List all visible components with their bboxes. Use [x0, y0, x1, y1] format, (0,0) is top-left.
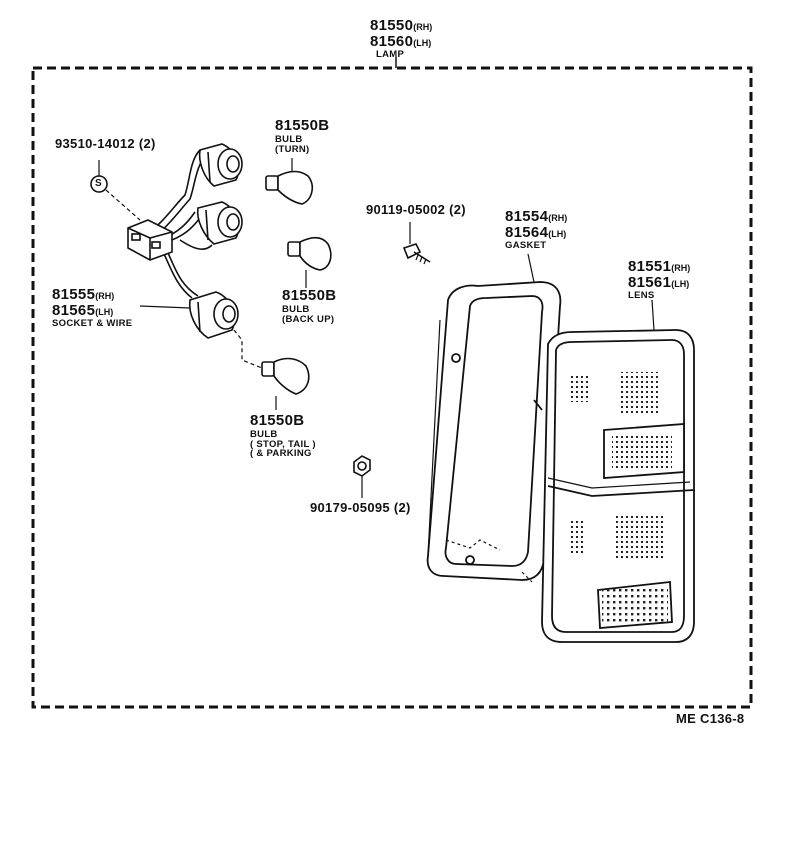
bulb-turn-line2: (TURN): [275, 143, 310, 155]
bulb-stop-line1: BULB: [250, 429, 278, 440]
assembly-name: LAMP: [376, 49, 405, 60]
bulb-backup-line2: (BACK UP): [282, 313, 335, 325]
screw-s-symbol: [90, 160, 141, 221]
nut-part: 90179-05095: [310, 500, 390, 515]
lens-suffix-lh: (LH): [671, 279, 690, 289]
assembly-suffix-lh: (LH): [413, 38, 432, 48]
screw-s-label: 93510-14012 (2): [55, 137, 156, 150]
gasket-part-lh: 81564: [505, 224, 549, 241]
screw-top-part: 90119-05002: [366, 202, 446, 217]
lens-label: 81551(RH) 81561(LH) LENS: [628, 259, 690, 301]
bulb-backup-part: 81550B: [282, 287, 337, 304]
assembly-part-rh: 81550: [370, 17, 414, 34]
lens-drawing: [541, 299, 695, 643]
bulb-stop-drawing: [233, 329, 310, 410]
catalog-code: ME C136-8: [676, 711, 745, 726]
bulb-backup-drawing: [287, 236, 332, 288]
screw-top-qty: (2): [449, 202, 466, 217]
socket-wire-label: 81555(RH) 81565(LH) SOCKET & WIRE: [52, 287, 132, 329]
screw-top-drawing: [402, 222, 431, 265]
nut-qty: (2): [393, 500, 411, 515]
socket-part-lh: 81565: [52, 302, 96, 319]
bulb-turn-drawing: [265, 158, 314, 205]
gasket-part-rh: 81554: [505, 208, 549, 225]
gasket-name: GASKET: [505, 240, 547, 251]
bulb-turn-line1: BULB: [275, 134, 303, 145]
bulb-stop-part: 81550B: [250, 412, 305, 429]
bulb-turn-part: 81550B: [275, 117, 330, 134]
bulb-turn-label: 81550B BULB (TURN): [275, 118, 329, 154]
socket-wire-assembly: [127, 143, 243, 339]
socket-suffix-lh: (LH): [95, 307, 114, 317]
socket-part-rh: 81555: [52, 286, 96, 303]
assembly-suffix-rh: (RH): [413, 22, 433, 32]
lens-suffix-rh: (RH): [671, 263, 691, 273]
assembly-boundary: [31, 66, 753, 709]
nut-drawing: [353, 455, 371, 498]
bulb-stop-line3: ( & PARKING: [250, 448, 312, 459]
gasket-label: 81554(RH) 81564(LH) GASKET: [505, 209, 567, 251]
socket-suffix-rh: (RH): [95, 291, 115, 301]
bulb-backup-label: 81550B BULB (BACK UP): [282, 288, 336, 324]
screw-top-label: 90119-05002 (2): [366, 203, 466, 216]
bulb-stop-label: 81550B BULB ( STOP, TAIL ) ( & PARKING: [250, 413, 316, 459]
lens-part-lh: 81561: [628, 274, 672, 291]
gasket-drawing: [426, 253, 562, 583]
assembly-label: 81550(RH) 81560(LH) LAMP: [370, 18, 432, 60]
socket-name: SOCKET & WIRE: [52, 318, 133, 329]
assembly-part-lh: 81560: [370, 33, 414, 50]
gasket-suffix-rh: (RH): [548, 213, 568, 223]
lens-part-rh: 81551: [628, 258, 672, 275]
lens-name: LENS: [628, 290, 655, 301]
screw-s-symbol-text: S: [95, 178, 102, 189]
screw-s-qty: (2): [138, 136, 156, 151]
nut-label: 90179-05095 (2): [310, 501, 411, 514]
gasket-suffix-lh: (LH): [548, 229, 567, 239]
bulb-stop-line2: ( STOP, TAIL ): [250, 438, 316, 450]
bulb-backup-line1: BULB: [282, 304, 310, 315]
screw-s-part: 93510-14012: [55, 136, 135, 151]
